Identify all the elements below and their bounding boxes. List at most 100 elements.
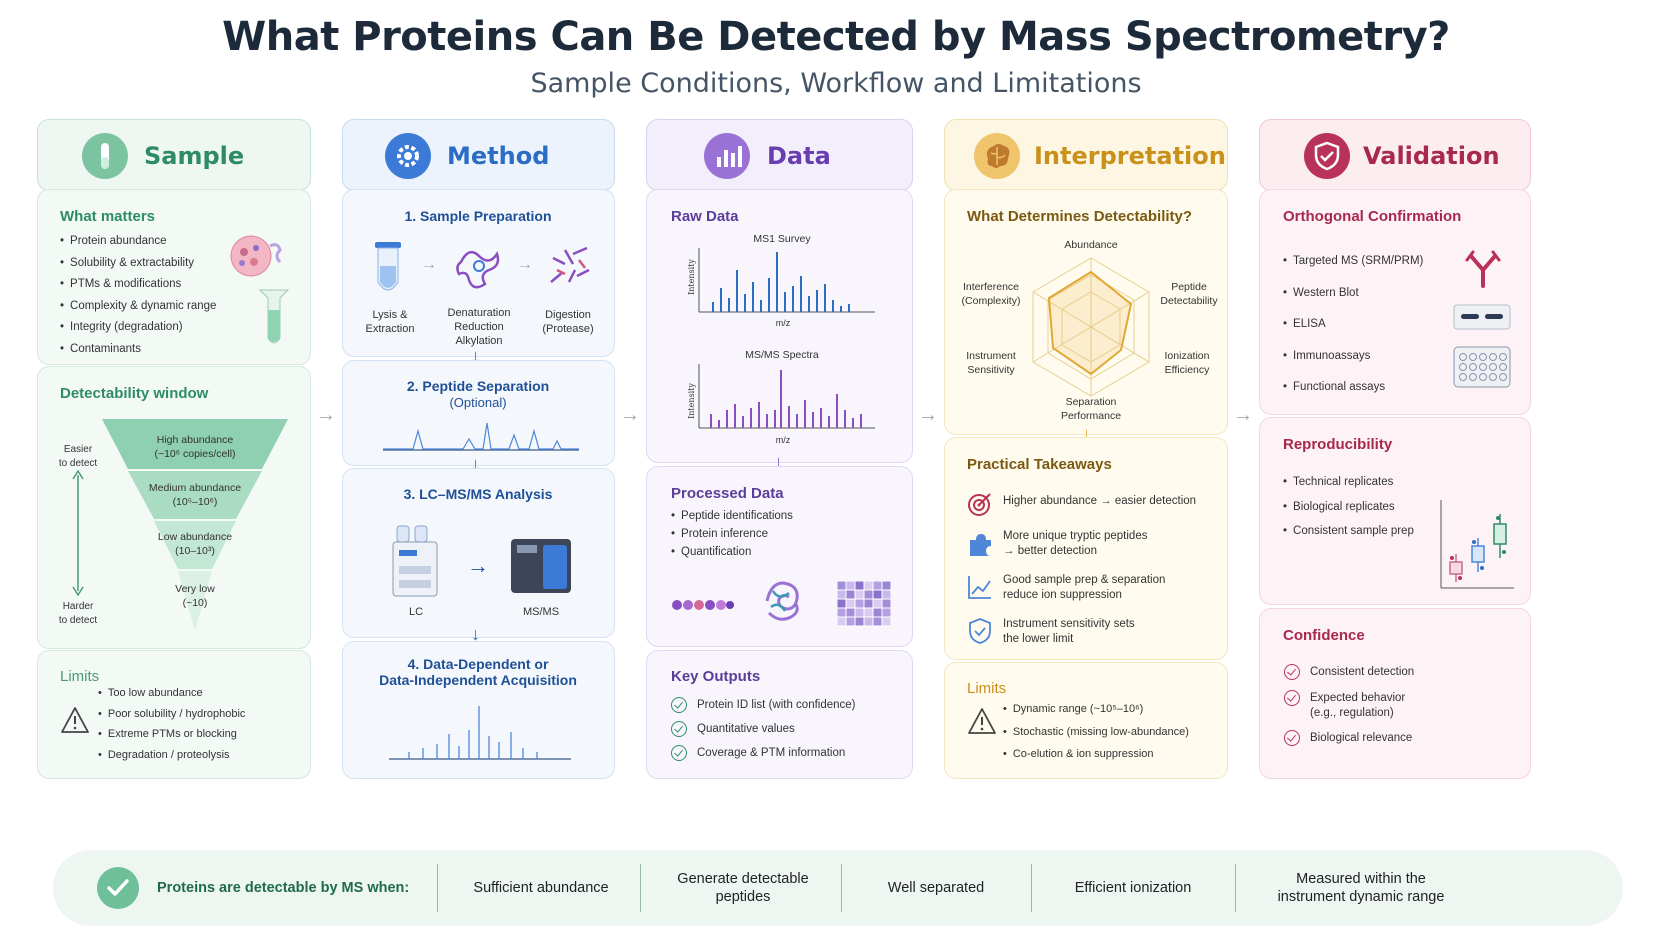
list-item: Integrity (degradation) [60,317,250,339]
data-header-label: Data [767,142,831,170]
check-circle-icon [97,867,139,909]
heatmap-icon [837,581,891,627]
list-item: PTMs & modifications [60,274,250,296]
sample-header: Sample [37,119,311,191]
peptide-separation-title: 2. Peptide Separation [406,378,550,394]
acquisition-panel: 4. Data-Dependent or Data-Independent Ac… [342,641,615,779]
ms-instrument-icon [511,539,571,593]
list-item: Consistent sample prep [1283,519,1453,544]
msms-spectrum [698,364,875,429]
flow-arrow: → [918,404,938,426]
test-tube-icon [82,133,128,179]
takeaway-item: Higher abundance → easier detection [1003,495,1197,507]
list-item: Dynamic range (~10⁵–10⁶) [1003,698,1223,721]
radar-axis-interference: Interference (Complexity) [961,281,1021,307]
what-matters-title: What matters [60,208,156,225]
flow-arrow: → [620,404,640,426]
orthogonal-panel: Orthogonal Confirmation Targeted MS (SRM… [1259,189,1531,415]
funnel-level-high: High abundance (~10⁶ copies/cell) [154,434,236,460]
raw-data-panel: Raw Data MS1 Survey Intensity m/z MS/MS … [646,189,913,463]
orthogonal-list: Targeted MS (SRM/PRM) Western Blot ELISA… [1283,246,1453,404]
what-matters-panel: What matters Protein abundance Solubilit… [37,189,311,365]
protein-fold-icon [456,250,500,289]
peptide-separation-panel: 2. Peptide Separation (Optional) [342,360,615,466]
interpretation-header: Interpretation [944,119,1228,191]
brain-icon [974,133,1020,179]
trend-chart-icon [968,576,991,599]
lc-caption: LC [408,606,424,618]
key-output-item: Protein ID list (with confidence) [697,699,856,711]
list-item: Contaminants [60,339,250,361]
shield-check-icon [969,618,991,644]
plate-icon [1453,346,1511,388]
interpretation-header-label: Interpretation [1034,142,1226,170]
radar-axis-abundance: Abundance [1064,239,1118,251]
list-item: Technical replicates [1283,470,1453,495]
peptide-chain-icon [672,600,734,610]
validation-header-label: Validation [1363,142,1500,170]
validation-header: Validation [1259,119,1531,191]
what-matters-list: Protein abundance Solubility & extractab… [60,231,250,360]
ms1-survey-label: MS1 Survey [753,233,811,245]
takeaway-item: Good sample prep & separation reduce ion… [1003,574,1166,601]
western-blot-icon [1453,304,1511,330]
processed-data-list: Peptide identifications Protein inferenc… [671,507,891,561]
orthogonal-title: Orthogonal Confirmation [1283,208,1462,225]
funnel-level-low: Low abundance (10–10³) [157,531,233,557]
boxplot-icon [1440,500,1514,589]
lc-instrument-icon [392,525,438,597]
harder-label: Harder to detect [58,601,98,626]
raw-data-title: Raw Data [671,208,739,225]
peptide-separation-subtitle: (Optional) [449,395,507,410]
list-item: Quantification [671,543,891,561]
check-icon [671,721,687,737]
interp-limits-list: Dynamic range (~10⁵–10⁶) Stochastic (mis… [1003,698,1223,766]
sample-prep-title: 1. Sample Preparation [404,208,552,224]
check-icon [1284,730,1300,746]
funnel-level-very-low: Very low (~10) [175,583,215,609]
reproducibility-title: Reproducibility [1283,436,1393,453]
radar-axis-instrument: Instrument Sensitivity [966,350,1016,376]
takeaway-item: Instrument sensitivity sets the lower li… [1003,618,1135,645]
step-arrow: → [421,256,437,273]
interp-limits-title: Limits [967,680,1007,697]
list-item: Protein inference [671,525,891,543]
reproducibility-list: Technical replicates Biological replicat… [1283,470,1453,544]
footer-condition: Measured within the instrument dynamic r… [1277,871,1445,905]
detectability-window-title: Detectability window [60,385,209,402]
list-item: Extreme PTMs or blocking [98,724,303,745]
shield-icon [1304,133,1350,179]
msms-xlabel: m/z [775,435,791,445]
detectability-panel: What Determines Detectability? Abundance… [944,189,1228,435]
target-icon [968,493,991,516]
check-icon [671,745,687,761]
list-item: Poor solubility / hydrophobic [98,704,303,725]
list-item: Peptide identifications [671,507,891,525]
list-item: Degradation / proteolysis [98,745,303,766]
warning-icon [61,707,89,733]
lcmsms-title: 3. LC–MS/MS Analysis [403,486,553,502]
acquisition-title: 4. Data-Dependent or Data-Independent Ac… [379,656,577,688]
footer-lead: Proteins are detectable by MS when: [157,880,410,896]
footer-condition: Generate detectable peptides [677,871,809,905]
antibody-icon [1465,250,1501,288]
gear-icon [385,133,431,179]
double-arrow [72,469,84,597]
confidence-item: Expected behavior (e.g., regulation) [1310,692,1406,719]
list-item: Protein abundance [60,231,250,253]
footer-divider [1031,864,1032,912]
puzzle-icon [970,534,991,556]
radar-axis-separation: Separation Performance [1060,396,1122,422]
ms1-xlabel: m/z [775,318,791,328]
confidence-item: Biological relevance [1310,732,1413,744]
down-arrow: ↓ [1082,424,1091,444]
footer-condition: Well separated [887,880,985,896]
cell-illustration [230,235,290,344]
detectability-window-panel: Detectability window Easier to detect Ha… [37,366,311,649]
footer-divider [841,864,842,912]
list-item: Complexity & dynamic range [60,296,250,318]
confidence-panel: Confidence Consistent detection Expected… [1259,608,1531,779]
interp-limits-panel: Limits Dynamic range (~10⁵–10⁶) Stochast… [944,662,1228,779]
sample-limits-title: Limits [60,668,100,685]
msms-spectra-label: MS/MS Spectra [745,349,819,361]
